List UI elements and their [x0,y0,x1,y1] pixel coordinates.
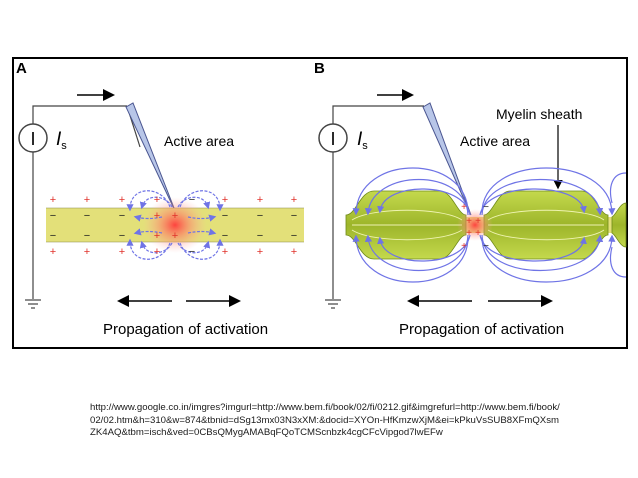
svg-text:+: + [154,210,160,222]
svg-text:−: − [189,246,195,258]
panel-b-active-label: Active area [460,133,530,149]
panel-a-source-symbol: I [30,129,35,149]
panel-a-propagation-label: Propagation of activation [103,321,268,338]
svg-text:+: + [291,246,297,258]
panel-b-source-symbol: I [330,129,335,149]
panel-a-electrode-icon [125,102,177,214]
panel-a-top-wire [32,105,127,124]
svg-text:−: − [291,230,297,242]
panel-b-top-wire [332,105,424,124]
panel-a-field-lines [126,190,224,260]
svg-text:+: + [154,194,160,206]
panel-b-label: B [314,60,325,77]
svg-text:+: + [50,194,56,206]
panel-a-current-label: Is [56,129,67,152]
svg-text:+: + [172,230,178,242]
svg-text:+: + [84,194,90,206]
svg-text:+: + [50,246,56,258]
panel-b-active-area [457,209,493,241]
svg-text:−: − [189,194,195,206]
svg-text:−: − [222,230,228,242]
svg-text:−: − [119,230,125,242]
svg-text:−: − [84,230,90,242]
svg-text:+: + [257,246,263,258]
panel-a-inner-charges-top: − − − + + − − − [50,210,297,222]
panel-b-propagation-label: Propagation of activation [399,321,564,338]
panel-b-current-label: Is [357,129,368,152]
panel-a: A I Is Active area [16,60,304,338]
panel-b: B I Is Active area Myelin sheath [314,60,627,338]
panel-a-ground-icon [25,299,41,309]
svg-text:+: + [119,194,125,206]
svg-text:+: + [475,228,481,239]
svg-text:+: + [222,194,228,206]
svg-text:−: − [119,210,125,222]
svg-text:+: + [119,246,125,258]
svg-text:−: − [257,230,263,242]
panel-b-node-charges: + − + + + + + − [461,202,489,252]
svg-text:−: − [483,241,489,252]
panel-b-ground-icon [325,299,341,309]
panel-a-active-label: Active area [164,133,234,149]
svg-text:+: + [466,216,472,227]
svg-text:+: + [461,202,467,213]
svg-text:−: − [257,210,263,222]
svg-text:−: − [222,210,228,222]
svg-text:+: + [222,246,228,258]
panel-a-outer-charges-top: + + + + − + + + [50,194,297,206]
svg-text:−: − [483,202,489,213]
svg-text:+: + [461,241,467,252]
svg-text:+: + [84,246,90,258]
svg-text:+: + [257,194,263,206]
panel-a-inner-charges-bottom: − − − + + − − − [50,230,297,242]
panel-b-field-lines [352,167,627,283]
panel-b-myelin-label: Myelin sheath [496,106,582,122]
svg-text:+: + [466,228,472,239]
svg-text:+: + [475,216,481,227]
svg-text:+: + [291,194,297,206]
panel-a-outer-charges-bottom: + + + + − + + + [50,246,297,258]
svg-text:+: + [154,230,160,242]
figure-diagram: A I Is Active area [12,57,628,349]
panel-a-active-area [143,197,207,253]
panel-a-label: A [16,60,27,77]
svg-text:−: − [50,230,56,242]
svg-text:−: − [50,210,56,222]
panel-b-myelin-segment-right [611,202,627,248]
panel-b-myelin-lamellae [351,209,605,241]
panel-a-current-source-icon [18,123,48,153]
panel-b-current-source-icon [318,123,348,153]
svg-text:+: + [172,210,178,222]
svg-text:−: − [84,210,90,222]
source-url-caption: http://www.google.co.in/imgres?imgurl=ht… [90,402,560,438]
svg-text:−: − [291,210,297,222]
svg-text:+: + [154,246,160,258]
